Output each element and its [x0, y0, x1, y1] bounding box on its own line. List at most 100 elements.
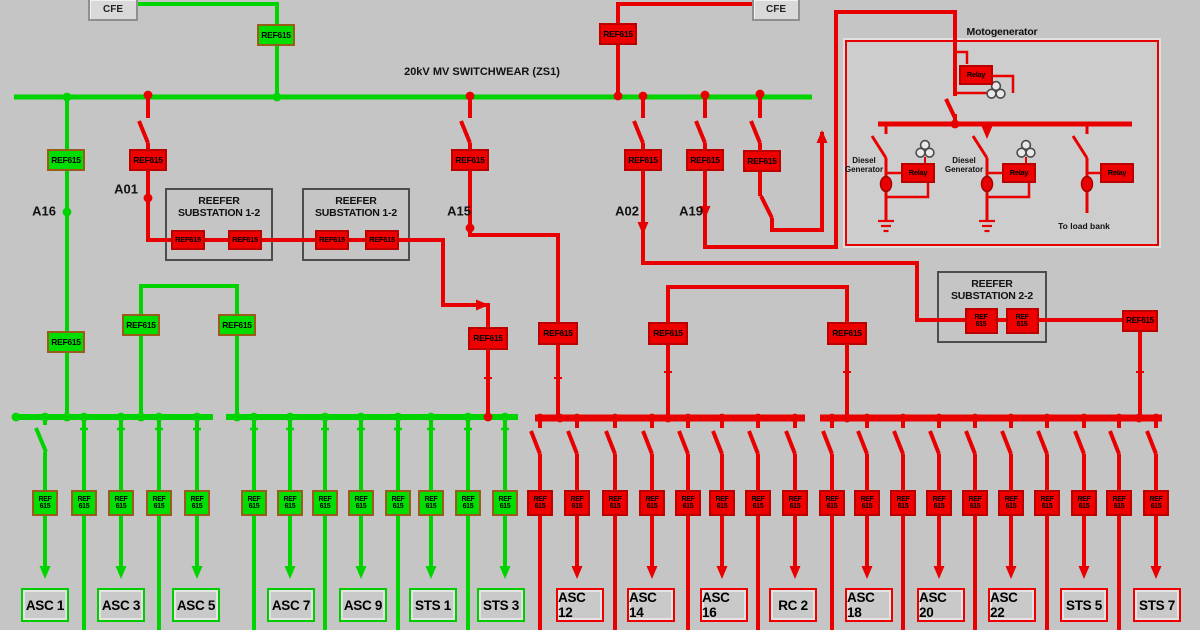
ref615-relay-badge[interactable]: REF615: [468, 326, 508, 350]
breaker-blade[interactable]: [1073, 430, 1086, 455]
ref615-feeder-relay-badge[interactable]: REF 615: [184, 490, 210, 516]
ref615-feeder-relay-badge[interactable]: REF 615: [782, 490, 808, 516]
breaker-blade[interactable]: [604, 430, 617, 455]
ref615-feeder-relay-badge[interactable]: REF 615: [455, 490, 481, 516]
ref615-relay-badge[interactable]: REF615: [365, 230, 399, 250]
ref615-relay-badge[interactable]: REF615: [624, 149, 662, 171]
ref615-relay-badge[interactable]: REF615: [47, 149, 85, 171]
breaker-blade[interactable]: [784, 430, 797, 455]
feeder-box-asc-9[interactable]: ASC 9: [339, 588, 387, 622]
ref615-relay-badge[interactable]: REF 615: [964, 308, 998, 334]
ref615-feeder-relay-badge[interactable]: REF 615: [890, 490, 916, 516]
ref615-feeder-relay-badge[interactable]: REF 615: [1143, 490, 1169, 516]
breaker-blade[interactable]: [1000, 430, 1013, 455]
ref615-relay-badge[interactable]: REF615: [257, 24, 295, 46]
cfe-source-box[interactable]: CFE: [752, 0, 800, 21]
breaker-blade[interactable]: [964, 430, 977, 455]
breaker-blade[interactable]: [529, 430, 542, 455]
ref615-feeder-relay-badge[interactable]: REF 615: [241, 490, 267, 516]
feeder-box-asc-16[interactable]: ASC 16: [700, 588, 748, 622]
ref615-relay-badge[interactable]: REF615: [538, 321, 578, 345]
ref615-feeder-relay-badge[interactable]: REF 615: [277, 490, 303, 516]
ref615-feeder-relay-badge[interactable]: REF 615: [819, 490, 845, 516]
ref615-feeder-relay-badge[interactable]: REF 615: [348, 490, 374, 516]
ref615-feeder-relay-badge[interactable]: REF 615: [675, 490, 701, 516]
breaker-blade[interactable]: [856, 430, 869, 455]
ref615-feeder-relay-badge[interactable]: REF 615: [709, 490, 735, 516]
ref615-feeder-relay-badge[interactable]: REF 615: [962, 490, 988, 516]
flow-arrow-icon: [981, 126, 993, 139]
relay-box[interactable]: Relay: [1002, 163, 1036, 183]
feeder-box-asc-18[interactable]: ASC 18: [845, 588, 893, 622]
ref615-feeder-relay-badge[interactable]: REF 615: [854, 490, 880, 516]
breaker-blade[interactable]: [747, 430, 760, 455]
ref615-relay-badge[interactable]: REF 615: [1005, 308, 1039, 334]
breaker-blade[interactable]: [1036, 430, 1049, 455]
ref615-feeder-relay-badge[interactable]: REF 615: [32, 490, 58, 516]
breaker-blade[interactable]: [928, 430, 941, 455]
feeder-box-asc-5[interactable]: ASC 5: [172, 588, 220, 622]
wire: [146, 143, 490, 417]
ref615-feeder-relay-badge[interactable]: REF 615: [418, 490, 444, 516]
ref615-relay-badge[interactable]: REF615: [129, 149, 167, 171]
feeder-box-asc-20[interactable]: ASC 20: [917, 588, 965, 622]
ref615-relay-badge[interactable]: REF615: [451, 149, 489, 171]
ref615-feeder-relay-badge[interactable]: REF 615: [108, 490, 134, 516]
ref615-relay-badge[interactable]: REF615: [686, 149, 724, 171]
ref615-feeder-relay-badge[interactable]: REF 615: [1071, 490, 1097, 516]
feeder-box-asc-22[interactable]: ASC 22: [988, 588, 1036, 622]
ref615-feeder-relay-badge[interactable]: REF 615: [146, 490, 172, 516]
breaker-blade[interactable]: [821, 430, 834, 455]
ref615-relay-badge[interactable]: REF615: [228, 230, 262, 250]
junction-dot: [79, 412, 89, 422]
breaker-blade[interactable]: [711, 430, 724, 455]
ref615-feeder-relay-badge[interactable]: REF 615: [998, 490, 1024, 516]
feeder-box-asc-3[interactable]: ASC 3: [97, 588, 145, 622]
junction-dot: [249, 412, 259, 422]
breaker-blade[interactable]: [677, 430, 690, 455]
feeder-box-asc-7[interactable]: ASC 7: [267, 588, 315, 622]
ref615-feeder-relay-badge[interactable]: REF 615: [602, 490, 628, 516]
relay-box[interactable]: Relay: [901, 163, 935, 183]
ref615-relay-badge[interactable]: REF615: [171, 230, 205, 250]
ref615-feeder-relay-badge[interactable]: REF 615: [564, 490, 590, 516]
fan-icon: [1025, 147, 1036, 158]
ref615-feeder-relay-badge[interactable]: REF 615: [527, 490, 553, 516]
feeder-box-sts-3[interactable]: STS 3: [477, 588, 525, 622]
ref615-relay-badge[interactable]: REF615: [648, 321, 688, 345]
feeder-box-asc-12[interactable]: ASC 12: [556, 588, 604, 622]
feeder-box-sts-1[interactable]: STS 1: [409, 588, 457, 622]
ref615-feeder-relay-badge[interactable]: REF 615: [1106, 490, 1132, 516]
feeder-box-rc-2[interactable]: RC 2: [769, 588, 817, 622]
junction-dot: [638, 91, 648, 101]
ref615-feeder-relay-badge[interactable]: REF 615: [1034, 490, 1060, 516]
ref615-relay-badge[interactable]: REF615: [827, 321, 867, 345]
breaker-blade[interactable]: [641, 430, 654, 455]
ref615-feeder-relay-badge[interactable]: REF 615: [71, 490, 97, 516]
ref615-relay-badge[interactable]: REF615: [1122, 310, 1158, 332]
ref615-feeder-relay-badge[interactable]: REF 615: [385, 490, 411, 516]
ref615-relay-badge[interactable]: REF615: [47, 331, 85, 353]
relay-box[interactable]: Relay: [959, 65, 993, 85]
relay-box[interactable]: Relay: [1100, 163, 1134, 183]
breaker-blade[interactable]: [892, 430, 905, 455]
feeder-box-sts-5[interactable]: STS 5: [1060, 588, 1108, 622]
breaker-blade[interactable]: [1108, 430, 1121, 455]
ref615-relay-badge[interactable]: REF615: [743, 150, 781, 172]
ref615-feeder-relay-badge[interactable]: REF 615: [639, 490, 665, 516]
feeder-box-asc-1[interactable]: ASC 1: [21, 588, 69, 622]
ref615-feeder-relay-badge[interactable]: REF 615: [492, 490, 518, 516]
breaker-blade[interactable]: [566, 430, 579, 455]
feeder-box-asc-14[interactable]: ASC 14: [627, 588, 675, 622]
feeder-box-sts-7[interactable]: STS 7: [1133, 588, 1181, 622]
ref615-feeder-relay-badge[interactable]: REF 615: [926, 490, 952, 516]
cfe-source-box[interactable]: CFE: [88, 0, 138, 21]
ref615-relay-badge[interactable]: REF615: [218, 314, 256, 336]
breaker-blade[interactable]: [1145, 430, 1158, 455]
ref615-relay-badge[interactable]: REF615: [315, 230, 349, 250]
ref615-relay-badge[interactable]: REF615: [599, 23, 637, 45]
ref615-relay-badge[interactable]: REF615: [122, 314, 160, 336]
generator-icon: [980, 175, 994, 193]
ref615-feeder-relay-badge[interactable]: REF 615: [312, 490, 338, 516]
ref615-feeder-relay-badge[interactable]: REF 615: [745, 490, 771, 516]
